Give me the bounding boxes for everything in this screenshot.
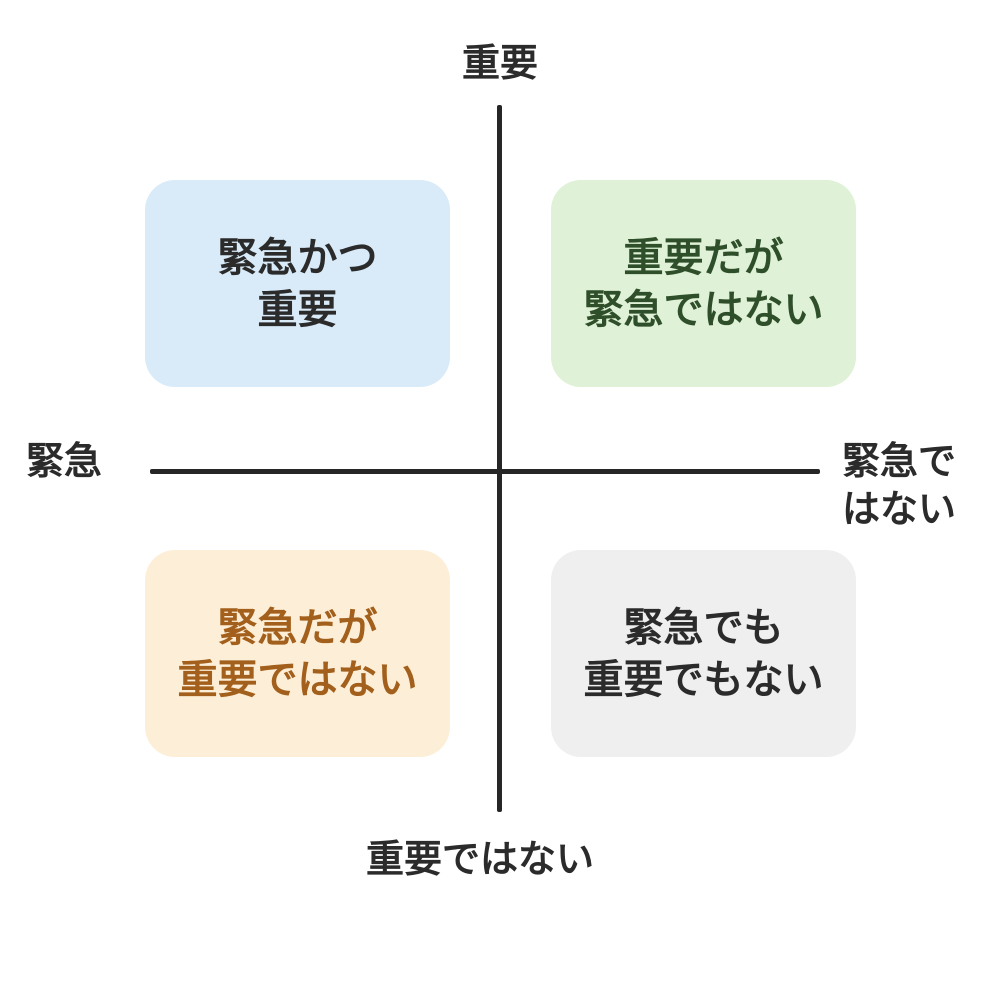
quadrant-not-urgent-not-important-line-2: 重要でもない xyxy=(583,656,824,703)
axis-label-urgent: 緊急 xyxy=(26,439,103,483)
quadrant-important-not-urgent-line-1: 重要だが xyxy=(623,234,784,281)
quadrant-urgent-important: 緊急かつ 重要 xyxy=(145,180,450,387)
quadrant-important-not-urgent-line-2: 緊急ではない xyxy=(583,286,824,333)
quadrant-urgent-important-line-2: 重要 xyxy=(257,286,338,333)
quadrant-urgent-not-important: 緊急だが 重要ではない xyxy=(145,550,450,757)
axis-label-not-important: 重要ではない xyxy=(366,837,595,881)
quadrant-urgent-important-line-1: 緊急かつ xyxy=(217,234,378,281)
quadrant-important-not-urgent: 重要だが 緊急ではない xyxy=(551,180,856,387)
horizontal-axis xyxy=(150,469,820,474)
axis-label-not-urgent: 緊急で はない xyxy=(842,438,982,533)
quadrant-not-urgent-not-important-line-1: 緊急でも xyxy=(623,604,784,651)
axis-label-not-urgent-line-2: はない xyxy=(842,486,957,531)
quadrant-urgent-not-important-line-2: 重要ではない xyxy=(177,656,418,703)
quadrant-urgent-not-important-line-1: 緊急だが xyxy=(217,604,378,651)
vertical-axis xyxy=(497,105,502,812)
axis-label-important: 重要 xyxy=(461,41,538,85)
quadrant-not-urgent-not-important: 緊急でも 重要でもない xyxy=(551,550,856,757)
axis-label-not-urgent-line-1: 緊急で xyxy=(842,439,957,483)
